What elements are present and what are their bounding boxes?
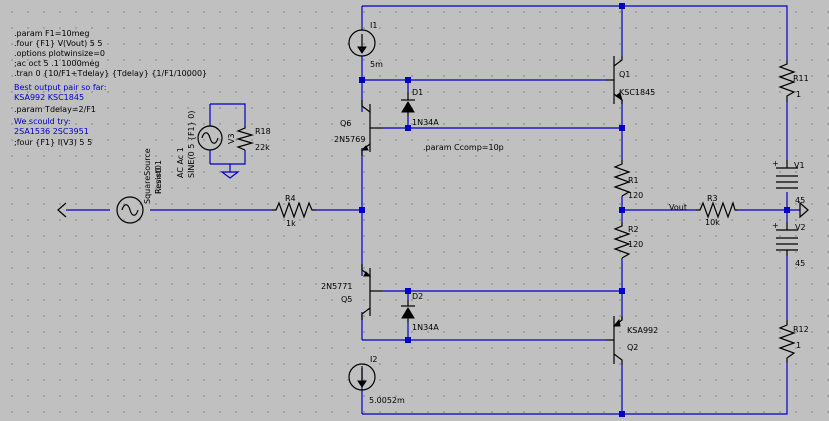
label-source-line3: Rev=0 (154, 167, 163, 194)
directive-ac: ;ac oct 5 .1 1000meg (14, 59, 99, 68)
label-r3-value: 10k (705, 218, 720, 227)
label-r11-value: 1 (796, 90, 801, 99)
label-source-line1: SquareSource (143, 148, 152, 204)
directive-four: .four {F1} V(Vout) 5 5 (14, 39, 103, 48)
resistor-r18[interactable] (235, 126, 255, 151)
current-source-i1[interactable] (348, 29, 376, 57)
label-q5-value: 2N5771 (321, 282, 352, 291)
directive-options: .options plotwinsize=0 (14, 49, 105, 58)
rotated-labels: V3 AC Ac 1 SINE(0 5 {F1} 0) SquareSource… (143, 111, 236, 205)
label-d2: D2 (412, 292, 423, 301)
transistor-q1[interactable] (606, 56, 623, 104)
current-source-i2[interactable] (348, 363, 376, 391)
label-i2-value: 5.0052m (369, 396, 405, 405)
plus-mark-v2: + (772, 221, 779, 230)
label-r1: R1 (628, 176, 639, 185)
label-d1-value: 1N34A (412, 118, 439, 127)
resistor-r11[interactable] (778, 60, 796, 102)
label-r11: R11 (793, 74, 809, 83)
transistor-q2[interactable] (606, 316, 623, 365)
resistor-r4[interactable] (272, 201, 316, 219)
diode-d2[interactable] (401, 300, 415, 322)
label-vout-net: Vout (669, 203, 687, 212)
label-q1: Q1 (619, 70, 630, 79)
diode-d1[interactable] (401, 92, 415, 116)
label-r4: R4 (285, 194, 296, 203)
transistor-q6[interactable] (360, 100, 383, 156)
directive-tran: .tran 0 {10/F1+Tdelay} {Tdelay} {1/F1/10… (14, 69, 207, 78)
label-d2-value: 1N34A (412, 323, 439, 332)
square-source[interactable] (116, 196, 144, 224)
label-q6-value: 2N5769 (334, 135, 365, 144)
transistor-q5[interactable] (361, 264, 383, 320)
label-i1: I1 (370, 21, 377, 30)
directive-four-v3: ;four {F1} I(V3) 5 5 (14, 138, 92, 147)
label-i1-value: 5m (370, 60, 383, 69)
label-v3-ac: AC Ac 1 (176, 147, 185, 178)
comment-try-pair: 2SA1536 2SC3951 (14, 127, 89, 136)
junctions (359, 3, 790, 417)
label-q5: Q5 (341, 295, 352, 304)
resistor-r3[interactable] (696, 201, 738, 219)
label-q2-value: KSA992 (627, 326, 658, 335)
directive-param-tdelay: .param Tdelay=2/F1 (14, 105, 96, 114)
battery-v1[interactable] (776, 160, 798, 189)
label-r3: R3 (707, 194, 718, 203)
label-r1-value: 120 (628, 191, 643, 200)
label-source-line2: Resist01 (154, 160, 163, 194)
label-r12-value: 1 (796, 341, 801, 350)
label-d1: D1 (412, 88, 423, 97)
spice-directives: .param F1=10meg .four {F1} V(Vout) 5 5 .… (14, 29, 207, 78)
label-q2: Q2 (627, 343, 638, 352)
label-v2-value: 45 (795, 259, 805, 268)
battery-v2[interactable] (776, 222, 798, 256)
resistor-r12[interactable] (778, 320, 796, 363)
label-v1-value: 45 (795, 196, 805, 205)
label-v1: V1 (794, 161, 805, 170)
resistor-r1[interactable] (613, 160, 631, 197)
comment-best-pair: KSA992 KSC1845 (14, 93, 84, 102)
wires (66, 5, 800, 415)
label-r2-value: 120 (628, 240, 643, 249)
label-v3: V3 (227, 133, 236, 144)
label-q6: Q6 (340, 119, 351, 128)
label-r4-value: 1k (286, 219, 296, 228)
directive-param-f1: .param F1=10meg (14, 29, 89, 38)
plus-mark-v1: + (772, 159, 779, 168)
comments: Best output pair so far: KSA992 KSC1845 … (14, 83, 504, 152)
label-q1-value: KSC1845 (619, 88, 655, 97)
vout-port-arrow (799, 201, 809, 219)
label-r18: R18 (255, 127, 271, 136)
label-r2: R2 (628, 225, 639, 234)
polarity-marks: + + (772, 159, 779, 230)
directive-param-ccomp: .param Ccomp=10p (423, 143, 504, 152)
label-i2: I2 (370, 355, 377, 364)
label-r18-value: 22k (255, 143, 270, 152)
comment-best-output: Best output pair so far: (14, 83, 106, 92)
label-v2: V2 (795, 223, 806, 232)
label-v3-sine: SINE(0 5 {F1} 0) (187, 111, 196, 179)
component-labels: I1 5m I2 5.0052m Q1 KSC1845 KSA992 Q2 Q6… (255, 21, 809, 405)
label-r12: R12 (793, 325, 809, 334)
comment-should-try: We scould try: (14, 117, 71, 126)
input-port-arrow (57, 202, 67, 218)
ac-source-v3[interactable] (197, 125, 223, 151)
resistor-r2[interactable] (613, 222, 631, 259)
